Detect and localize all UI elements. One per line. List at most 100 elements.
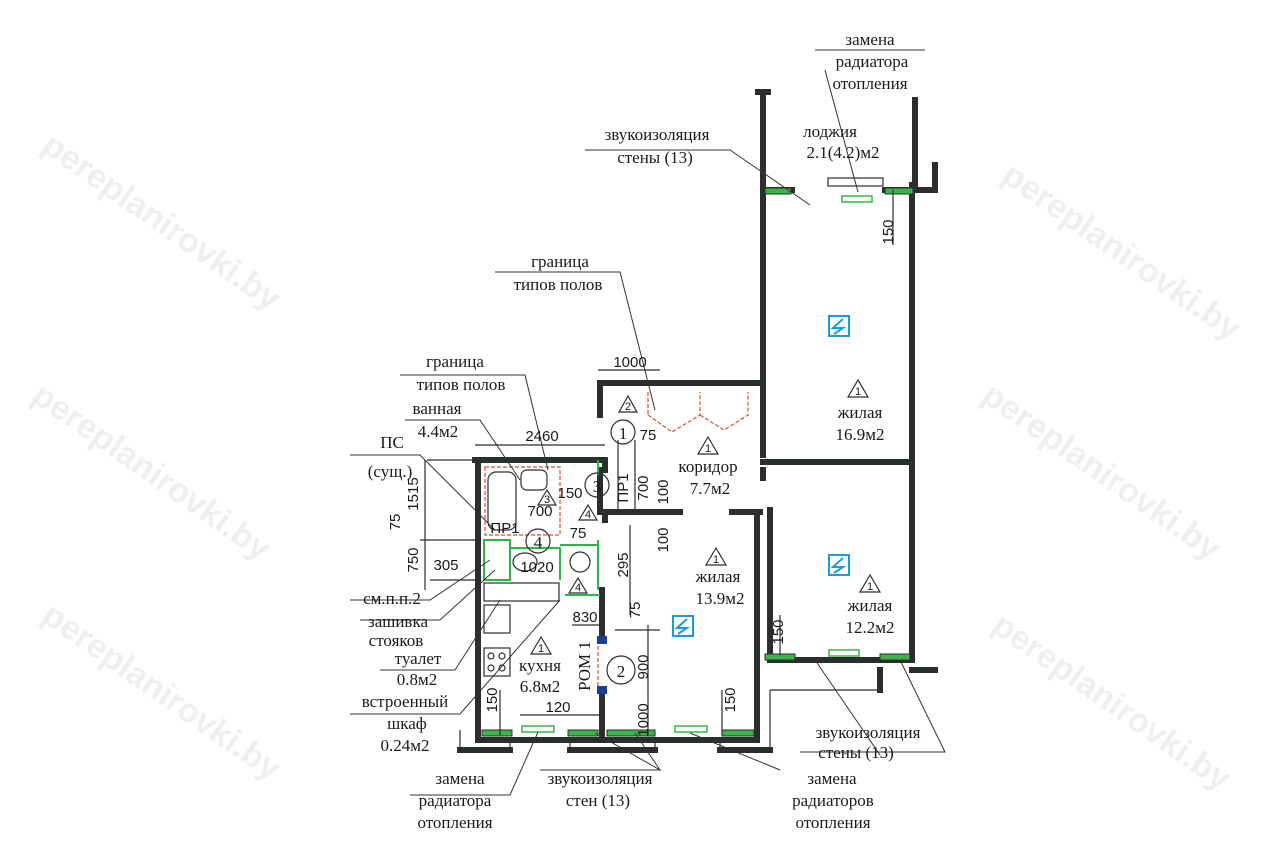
plan-shape [858,573,882,593]
plan-label: 305 [433,557,458,574]
plan-shape [755,89,915,663]
plan-label: 150 [484,687,501,712]
sink-icon [520,469,548,491]
plan-shape [481,729,513,737]
plan-label: 4 [585,509,591,521]
plan-label: замена [807,769,857,788]
closet-name2: шкаф [387,714,427,733]
living1-area: 16.9м2 [835,425,884,444]
watermark: pereplanirovki.by [35,595,287,788]
plan-shape [721,729,755,737]
electric-icon [828,315,850,337]
plan-shape [487,652,495,660]
plan-label: 700 [635,475,652,500]
plan-label: зашивка [368,612,428,631]
plan-label: 1020 [520,559,553,576]
watermark: pereplanirovki.by [985,605,1237,798]
plan-shape [610,419,636,445]
plan-label: радиатора [836,52,909,71]
plan-label: 1515 [405,477,422,510]
plan-label: звукоизоляция [816,723,921,742]
plan-label: 100 [655,527,672,552]
plan-shape [617,394,639,413]
plan-shape [420,190,894,735]
plan-shape [350,569,561,715]
plan-shape [704,546,728,566]
plan-label: 150 [880,219,897,244]
toilet-icon [512,552,538,572]
plan-shape [674,725,708,733]
plan-label: 120 [545,699,570,716]
bath-area: 4.4м2 [418,422,459,441]
plan-shape [912,97,938,193]
pr1-label-2: ПР1 [490,520,519,537]
plan-label: (сущ.) [368,462,412,481]
plan-label: 1 [705,443,711,455]
plan-label: радиатора [419,791,492,810]
loggia-name: лоджия [803,122,857,141]
plan-shape [602,509,763,743]
closet-area: 0.24м2 [380,736,429,755]
plan-shape [830,318,847,335]
plan-label: звукоизоляция [605,125,710,144]
plan-label: 750 [405,547,422,572]
plan-shape [672,615,694,637]
plan-label: 75 [570,525,587,542]
plan-shape [828,315,850,337]
plan-label: 150 [557,485,582,502]
plan-shape [584,472,610,498]
living3-area: 12.2м2 [845,618,894,637]
plan-shape [884,187,914,195]
washer-icon [569,551,591,573]
mark-4: 4 [534,533,543,552]
electric-marks [672,315,850,637]
plan-label: стены (13) [818,743,894,762]
plan-label: граница [531,252,589,271]
bathtub-icon [487,471,517,531]
plan-shape [606,655,636,685]
plan-label: 1000 [635,703,652,736]
plan-label: 150 [770,619,787,644]
plan-label: замена [845,30,895,49]
sound-insulation [481,187,914,737]
leader-lines [350,49,946,796]
kitchen-name: кухня [519,656,561,675]
plan-label: 700 [527,503,552,520]
plan-label: 900 [635,654,652,679]
plan-shape [521,725,555,733]
plan-shape [674,618,691,635]
plan-shape [830,557,847,574]
plan-label: граница [426,352,484,371]
plan-shape [764,187,792,195]
radiators [521,177,884,733]
plan-label: 1 [713,554,719,566]
plan-shape [696,435,720,455]
plan-shape [410,659,946,796]
plan-label: 295 [615,552,632,577]
plan-label: 1 [867,581,873,593]
dimensions: 1000 75 2460 1515 75 750 305 700 150 102… [387,219,897,736]
plan-label: 830 [572,609,597,626]
plan-shape [577,503,599,521]
plan-label: типов полов [417,375,506,394]
watermarks: pereplanirovki.by pereplanirovki.by pere… [25,125,1247,798]
closet-name: встроенный [362,692,449,711]
plan-label: 4 [575,582,581,594]
plan-label: стен (13) [566,791,630,810]
corridor-name: коридор [678,457,737,476]
plan-label: звукоизоляция [548,769,653,788]
plan-shape [536,488,558,506]
plan-label: 75 [640,427,657,444]
loggia-area: 2.1(4.2)м2 [806,143,879,162]
corridor-area: 7.7м2 [690,479,731,498]
cabinet-icon [483,582,560,602]
plan-label: отопления [417,813,492,832]
living2-name: жилая [695,567,741,586]
living1-name: жилая [837,403,883,422]
demolition-lines [483,392,749,690]
plan-label: 3 [544,494,550,506]
plan-shape [828,554,850,576]
callouts: замена радиатора отопления звукоизоляция… [363,30,920,832]
stove-icon [483,647,511,677]
fixtures [483,469,607,694]
